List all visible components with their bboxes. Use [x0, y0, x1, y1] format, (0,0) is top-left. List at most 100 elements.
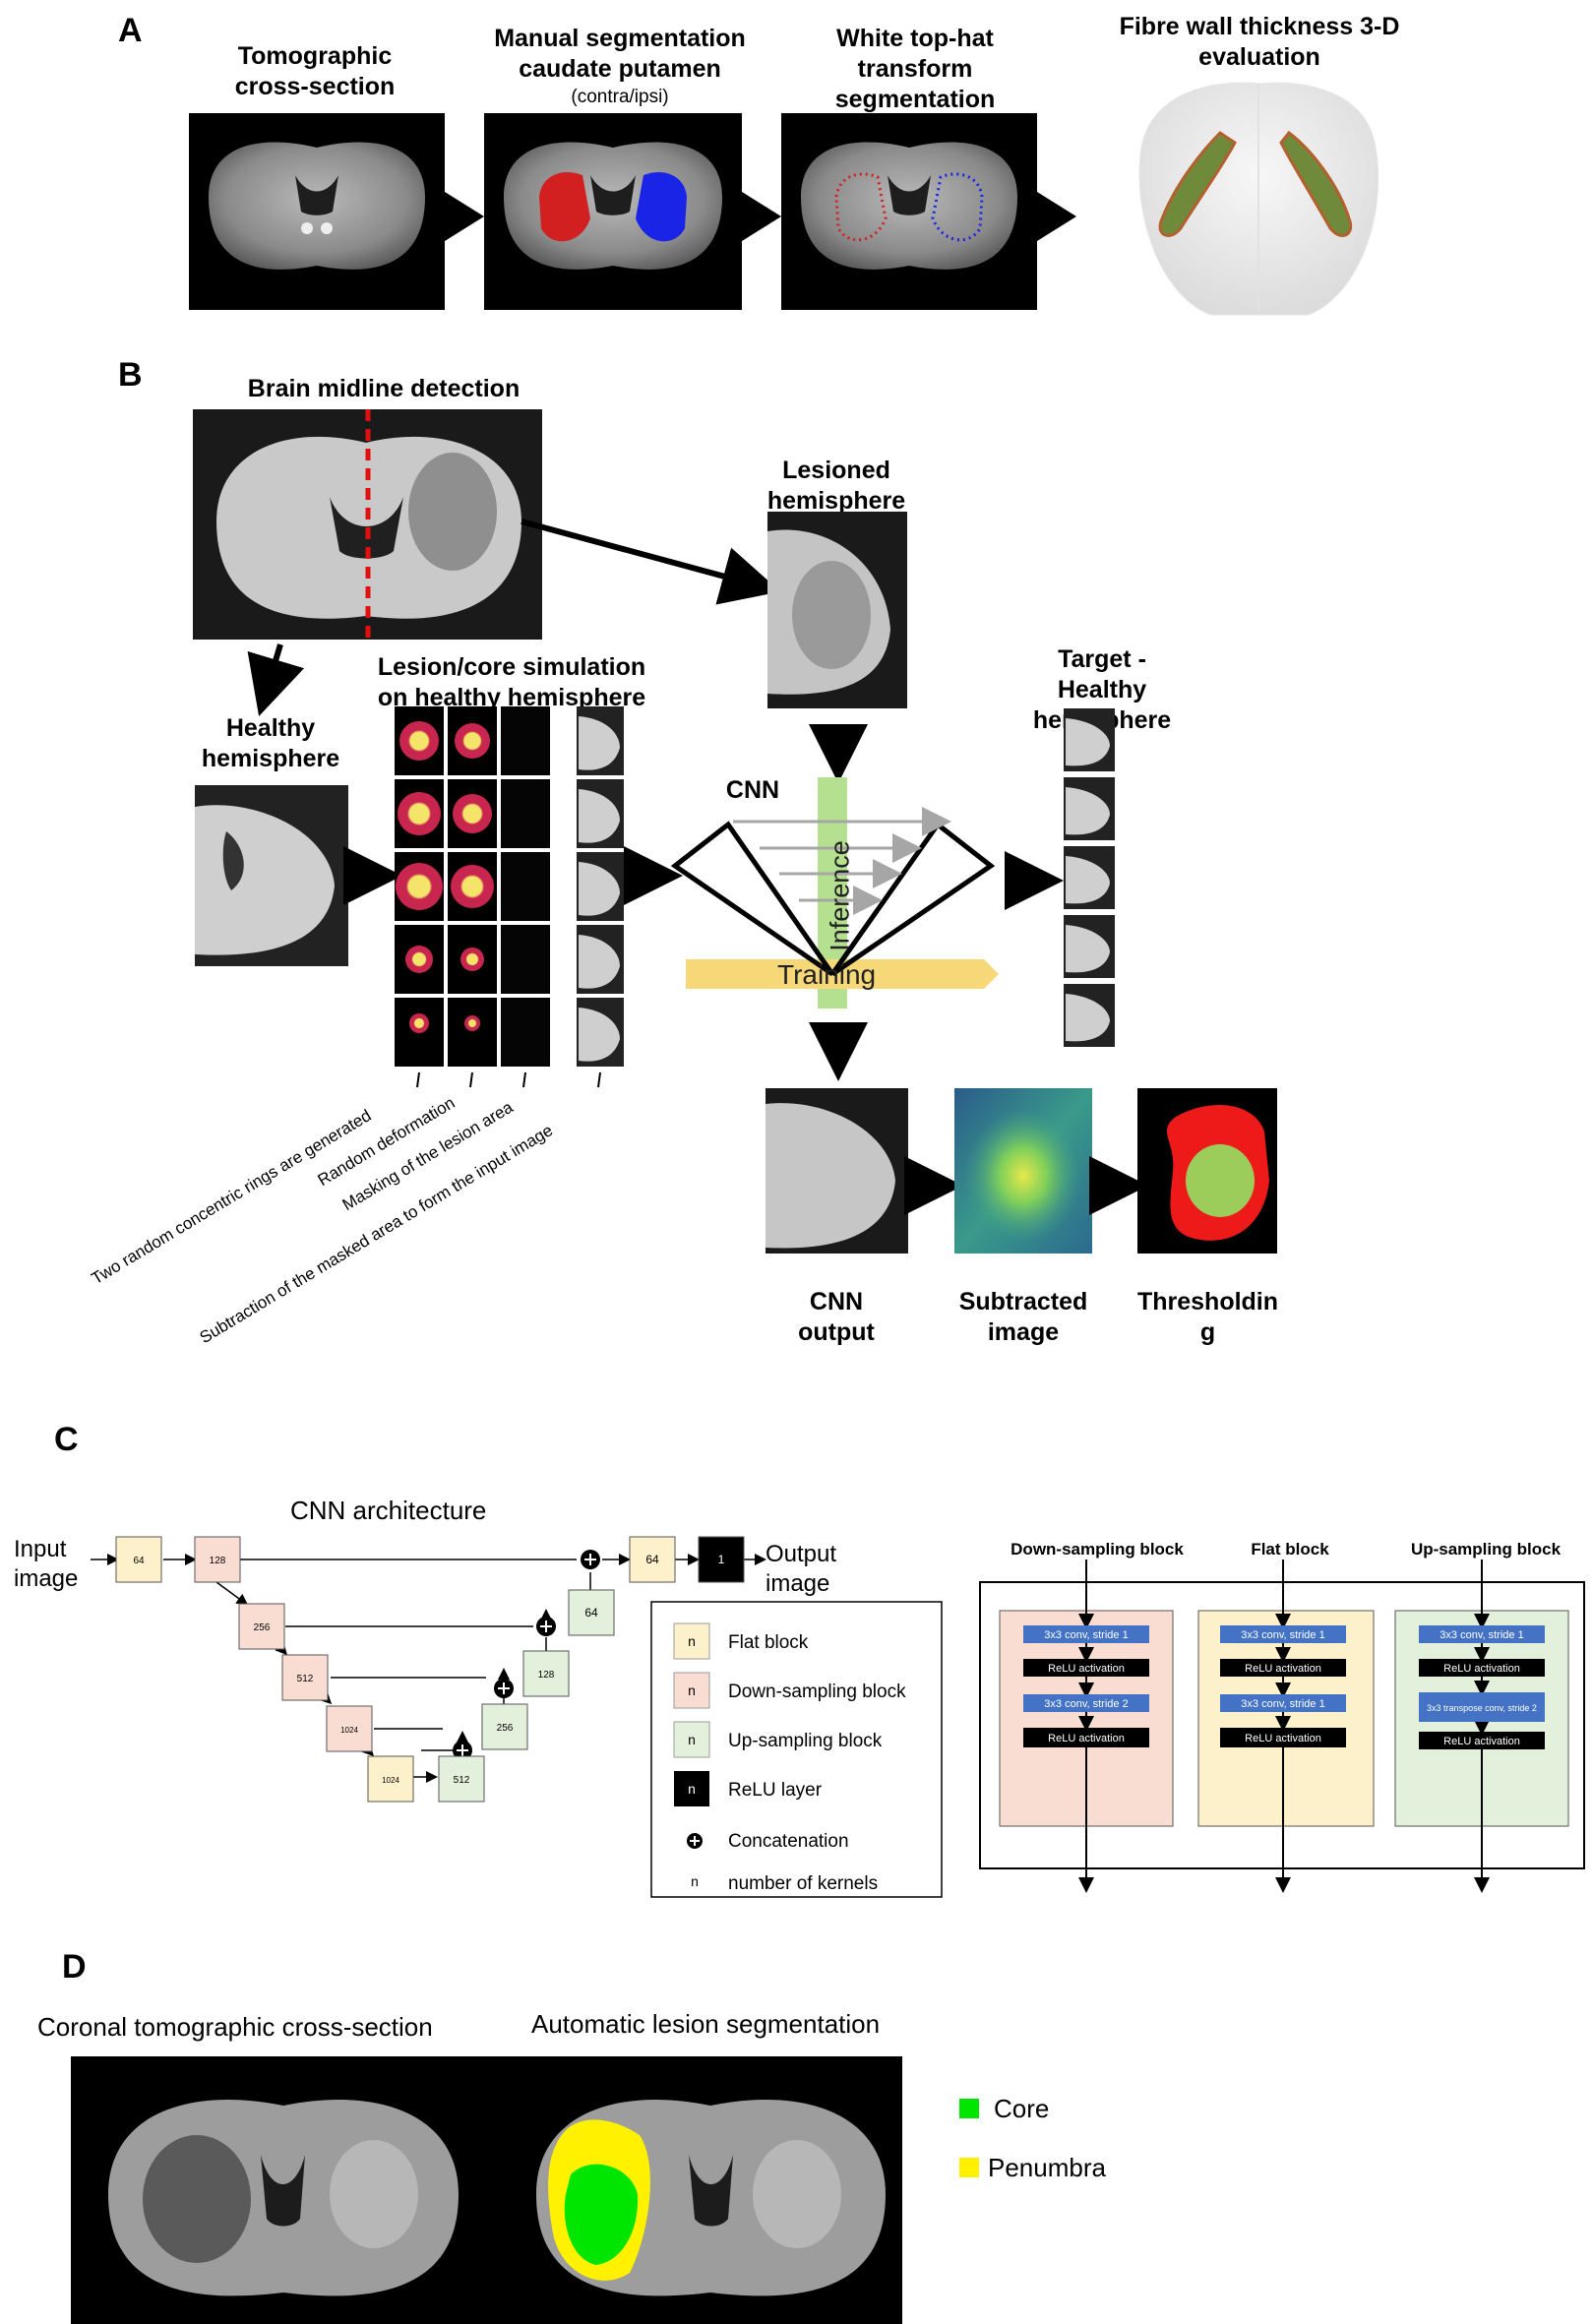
cnn-architecture-title: CNN architecture	[290, 1496, 487, 1525]
flat-conv2: 3x3 conv, stride 1	[1241, 1698, 1324, 1710]
penumbra-legend-swatch	[959, 2158, 979, 2177]
legend-flat-text: Flat block	[728, 1632, 809, 1653]
input-image-label: Input image	[14, 1536, 79, 1592]
node-1024a-text: 1024	[340, 1726, 358, 1735]
midline-label: Brain midline detection	[247, 375, 521, 402]
node-64a	[115, 1536, 162, 1583]
legend-n-down: n	[688, 1682, 696, 1698]
segmentation-brain-image	[536, 2100, 886, 2296]
arrow-a3	[1037, 192, 1076, 241]
node-512a-text: 512	[297, 1674, 314, 1684]
node-64c-text: 64	[645, 1553, 659, 1566]
up-relu1: ReLU activation	[1443, 1663, 1520, 1675]
node-1024b	[367, 1755, 414, 1803]
node-1	[698, 1536, 745, 1583]
lesioned-hemisphere-image	[767, 512, 907, 708]
arrow-to-healthy	[247, 643, 305, 716]
step-fibre-wall-label: Fibre wall thickness 3-D evaluation	[1119, 13, 1400, 71]
grid-row-3	[395, 852, 624, 921]
node-256b	[481, 1703, 528, 1750]
arrow-a1	[445, 192, 484, 241]
simulation-grid	[395, 706, 624, 1088]
target-column	[1064, 708, 1115, 1047]
legend-up-text: Up-sampling block	[728, 1731, 883, 1751]
up-conv1: 3x3 conv, stride 1	[1440, 1629, 1523, 1641]
cnn-output-image	[766, 1088, 908, 1254]
tomographic-slice-image	[189, 113, 445, 310]
node-256a-text: 256	[254, 1622, 271, 1633]
flat-relu1: ReLU activation	[1245, 1663, 1321, 1675]
arrow-to-lesioned	[521, 519, 781, 605]
cnn-output-label: CNN output	[798, 1288, 875, 1346]
fibre-3d-rendering	[1138, 82, 1379, 316]
step-tomographic-label: Tomographic cross-section	[234, 42, 396, 100]
legend-n-relu: n	[688, 1781, 696, 1797]
node-256a	[238, 1603, 285, 1650]
down-relu2: ReLU activation	[1048, 1733, 1125, 1744]
panel-c-label: C	[54, 1421, 79, 1458]
node-128b-text: 128	[538, 1670, 555, 1681]
core-region	[564, 2164, 639, 2265]
subtracted-label: Subtracted image	[958, 1288, 1088, 1346]
node-1024b-text: 1024	[382, 1776, 399, 1785]
ipsi-region	[636, 171, 687, 242]
output-image-label: Output image	[766, 1541, 837, 1597]
arrow-a2	[742, 192, 781, 241]
step-tophat-label: White top-hat transform segmentation	[834, 25, 996, 113]
thresholding-image	[1137, 1088, 1277, 1254]
legend-concat-text: Concatenation	[728, 1831, 849, 1852]
manual-segmentation-image	[484, 113, 742, 310]
training-label: Training	[777, 959, 877, 990]
simulation-label: Lesion/core simulation on healthy hemisp…	[377, 653, 646, 711]
node-64c	[629, 1536, 676, 1583]
training-bar	[686, 959, 999, 989]
down-relu1: ReLU activation	[1048, 1663, 1125, 1675]
node-512b	[438, 1755, 485, 1803]
panel-d-figure: Core Penumbra	[71, 2056, 1106, 2324]
legend-n-flat: n	[688, 1633, 696, 1649]
panel-d-label: D	[62, 1948, 87, 1986]
node-1-text: 1	[718, 1553, 725, 1566]
flat-conv1: 3x3 conv, stride 1	[1241, 1629, 1324, 1641]
coronal-brain-image	[108, 2100, 459, 2296]
cnn-funnel	[670, 777, 999, 1009]
down-block-title: Down-sampling block	[1011, 1540, 1184, 1559]
panel-a-figure	[189, 82, 1379, 316]
healthy-label: Healthy hemisphere	[201, 714, 340, 772]
down-conv1: 3x3 conv, stride 1	[1044, 1629, 1128, 1641]
panel-c-figure: 64 128 256 512 1024 1024 512 256 128 64 …	[91, 1536, 1585, 1898]
node-128a	[194, 1536, 241, 1583]
contra-ipsi-label: (contra/ipsi)	[571, 87, 669, 107]
auto-seg-label: Automatic lesion segmentation	[531, 2009, 881, 2039]
contra-region	[539, 171, 590, 242]
legend-n-kernels: n	[691, 1873, 699, 1889]
up-relu2: ReLU activation	[1443, 1736, 1520, 1747]
core-legend-text: Core	[994, 2094, 1049, 2123]
midline-brain-image	[193, 409, 542, 640]
node-64a-text: 64	[133, 1556, 145, 1566]
step-manual-segmentation-label: Manual segmentation caudate putamen	[494, 25, 746, 83]
grid-row-1	[395, 706, 624, 775]
coronal-label: Coronal tomographic cross-section	[37, 2012, 433, 2042]
node-512b-text: 512	[454, 1775, 470, 1786]
lesioned-label: Lesioned hemisphere	[766, 457, 906, 515]
down-conv2: 3x3 conv, stride 2	[1044, 1698, 1128, 1710]
node-512a	[281, 1654, 329, 1701]
grid-row-5	[395, 998, 624, 1067]
node-1024a	[326, 1705, 373, 1752]
node-64b	[568, 1589, 615, 1636]
flat-relu2: ReLU activation	[1245, 1733, 1321, 1744]
panel-a-label: A	[118, 12, 143, 49]
panel-b-label: B	[118, 356, 143, 394]
node-128b	[522, 1650, 570, 1697]
healthy-hemisphere-image	[195, 785, 348, 966]
tophat-segmentation-image	[781, 113, 1037, 310]
node-256b-text: 256	[497, 1723, 514, 1734]
grid-row-2	[395, 779, 624, 848]
legend-kernels-text: number of kernels	[728, 1873, 878, 1894]
legend-down-text: Down-sampling block	[728, 1682, 906, 1702]
up-block-title: Up-sampling block	[1411, 1540, 1562, 1559]
subtracted-image	[954, 1088, 1092, 1254]
thresholding-label: Thresholdin g	[1136, 1288, 1279, 1346]
legend-relu-text: ReLU layer	[728, 1780, 823, 1801]
